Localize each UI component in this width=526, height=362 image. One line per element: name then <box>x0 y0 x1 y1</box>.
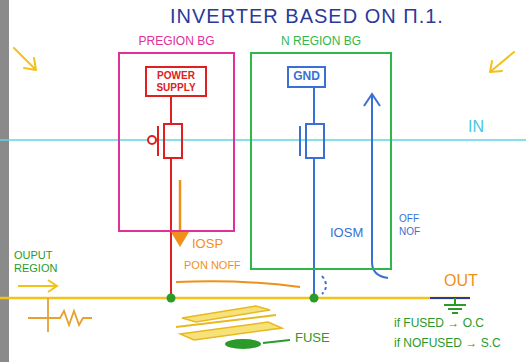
fuse-illustration <box>176 306 290 349</box>
transistor-body <box>306 124 324 158</box>
region-heading: PREGION BG <box>100 35 253 49</box>
p-region: PREGION BGPOWER SUPPLY <box>118 52 235 232</box>
supply-box: POWER SUPPLY <box>145 66 207 97</box>
corner-arrow <box>14 48 36 70</box>
input-line <box>0 139 526 141</box>
transistor-body <box>164 124 182 158</box>
box-label: POWER SUPPLY <box>151 70 201 93</box>
state-note: NOF <box>397 226 422 238</box>
resistor-symbol <box>28 298 92 332</box>
note: if NOFUSED → S.C <box>392 337 503 351</box>
region-label: OUPUT REGION <box>12 249 78 274</box>
junction-dot <box>167 294 176 303</box>
box-label: GND <box>293 70 320 84</box>
note: if FUSED → O.C <box>392 317 486 331</box>
ground-symbol <box>444 298 466 313</box>
p-transistor <box>148 90 182 298</box>
diagram-title: INVERTER BASED ON Π.1. <box>168 5 446 28</box>
ground-box: GND <box>287 66 326 88</box>
corner-arrow <box>490 52 514 72</box>
junction-dot <box>310 294 319 303</box>
output-line <box>0 297 470 300</box>
region-heading: N REGION BG <box>232 35 410 49</box>
current-arrow <box>364 94 380 262</box>
p-current-arrow <box>171 180 300 287</box>
fuse-layer <box>182 306 270 322</box>
fuse-link <box>225 339 261 349</box>
gate-plate <box>157 126 159 156</box>
region-arrow <box>18 280 57 292</box>
current-label: IOSP <box>190 237 225 252</box>
state-note: OFF <box>397 213 421 225</box>
gate-plate <box>299 126 301 156</box>
signal-name: OUT <box>442 272 480 290</box>
leader-line <box>263 340 290 343</box>
part-name: FUSE <box>293 331 332 346</box>
current-path <box>176 281 300 287</box>
state-note: PON NOFF <box>182 259 243 272</box>
side-strip <box>0 0 9 362</box>
arrow-shaft <box>179 180 182 234</box>
gate-bubble <box>148 136 156 144</box>
signal-name: IN <box>466 118 486 136</box>
current-label: IOSM <box>328 226 365 241</box>
ground-lines <box>444 298 466 313</box>
output-underline <box>430 297 470 299</box>
ground-wire <box>313 80 315 298</box>
n-region: N REGION BGGND <box>250 52 392 270</box>
fuse-layer <box>180 322 282 340</box>
arrow-head <box>171 232 189 247</box>
current-tail <box>372 262 388 278</box>
dashed-path <box>322 276 326 294</box>
n-transistor <box>300 80 388 298</box>
supply-wire <box>170 90 172 298</box>
